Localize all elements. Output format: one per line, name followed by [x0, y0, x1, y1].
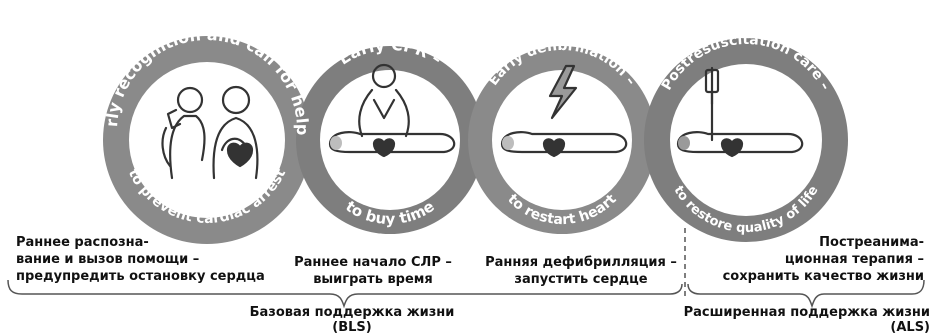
caption-link-4: Постреанима- ционная терапия – сохранить…	[694, 234, 924, 285]
bls-label: Базовая поддержка жизни (BLS)	[232, 305, 472, 335]
caption-link-3: Ранняя дефибрилляция – запустить сердце	[476, 254, 686, 288]
caption-link-2: Раннее начало СЛР – выиграть время	[278, 254, 468, 288]
als-label: Расширенная поддержка жизни (ALS)	[660, 305, 930, 335]
caption-link-1: Раннее распозна- вание и вызов помощи – …	[16, 234, 276, 285]
